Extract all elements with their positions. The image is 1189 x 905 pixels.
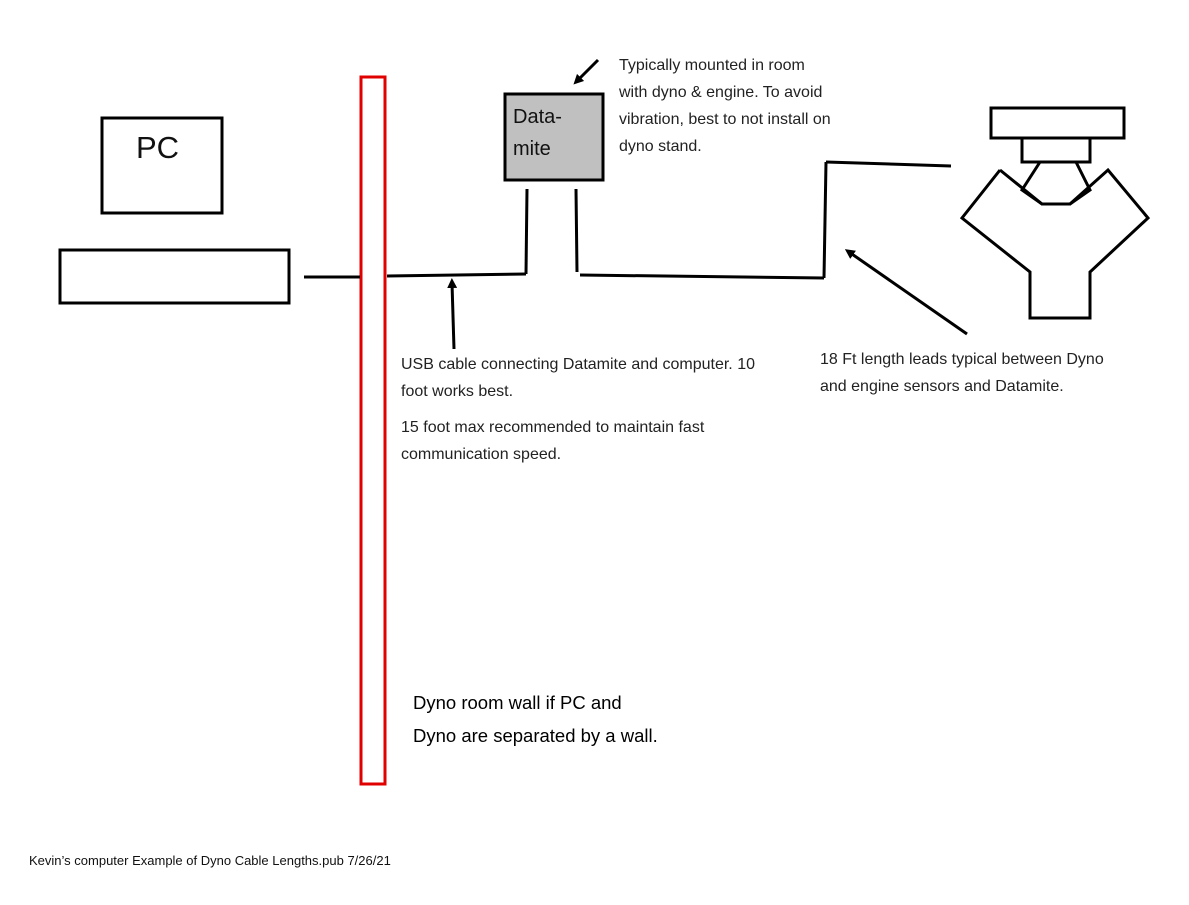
dyno-room-wall <box>359 75 387 786</box>
mounting-arrow <box>573 58 600 85</box>
usb-max-note: 15 foot max recommended to maintain fast… <box>401 419 705 463</box>
mounting-note: Typically mounted in room with dyno & en… <box>619 57 831 155</box>
usb-arrow <box>447 278 458 350</box>
sensor-leads <box>574 160 952 280</box>
leads-note: 18 Ft length leads typical between Dyno … <box>820 351 1104 395</box>
leads-arrow <box>844 249 968 336</box>
usb-cable <box>304 188 529 279</box>
pc-label: PC <box>136 130 180 165</box>
pc-keyboard <box>58 248 291 305</box>
engine-icon <box>959 106 1151 320</box>
wall-note: Dyno room wall if PC and Dyno are separa… <box>413 692 658 746</box>
usb-cable-note: USB cable connecting Datamite and comput… <box>401 356 755 400</box>
datamite-label: Data- mite <box>513 106 562 160</box>
footer-text: Kevin’s computer Example of Dyno Cable L… <box>29 853 391 868</box>
datamite-box <box>503 92 605 182</box>
pc-monitor <box>100 116 224 215</box>
